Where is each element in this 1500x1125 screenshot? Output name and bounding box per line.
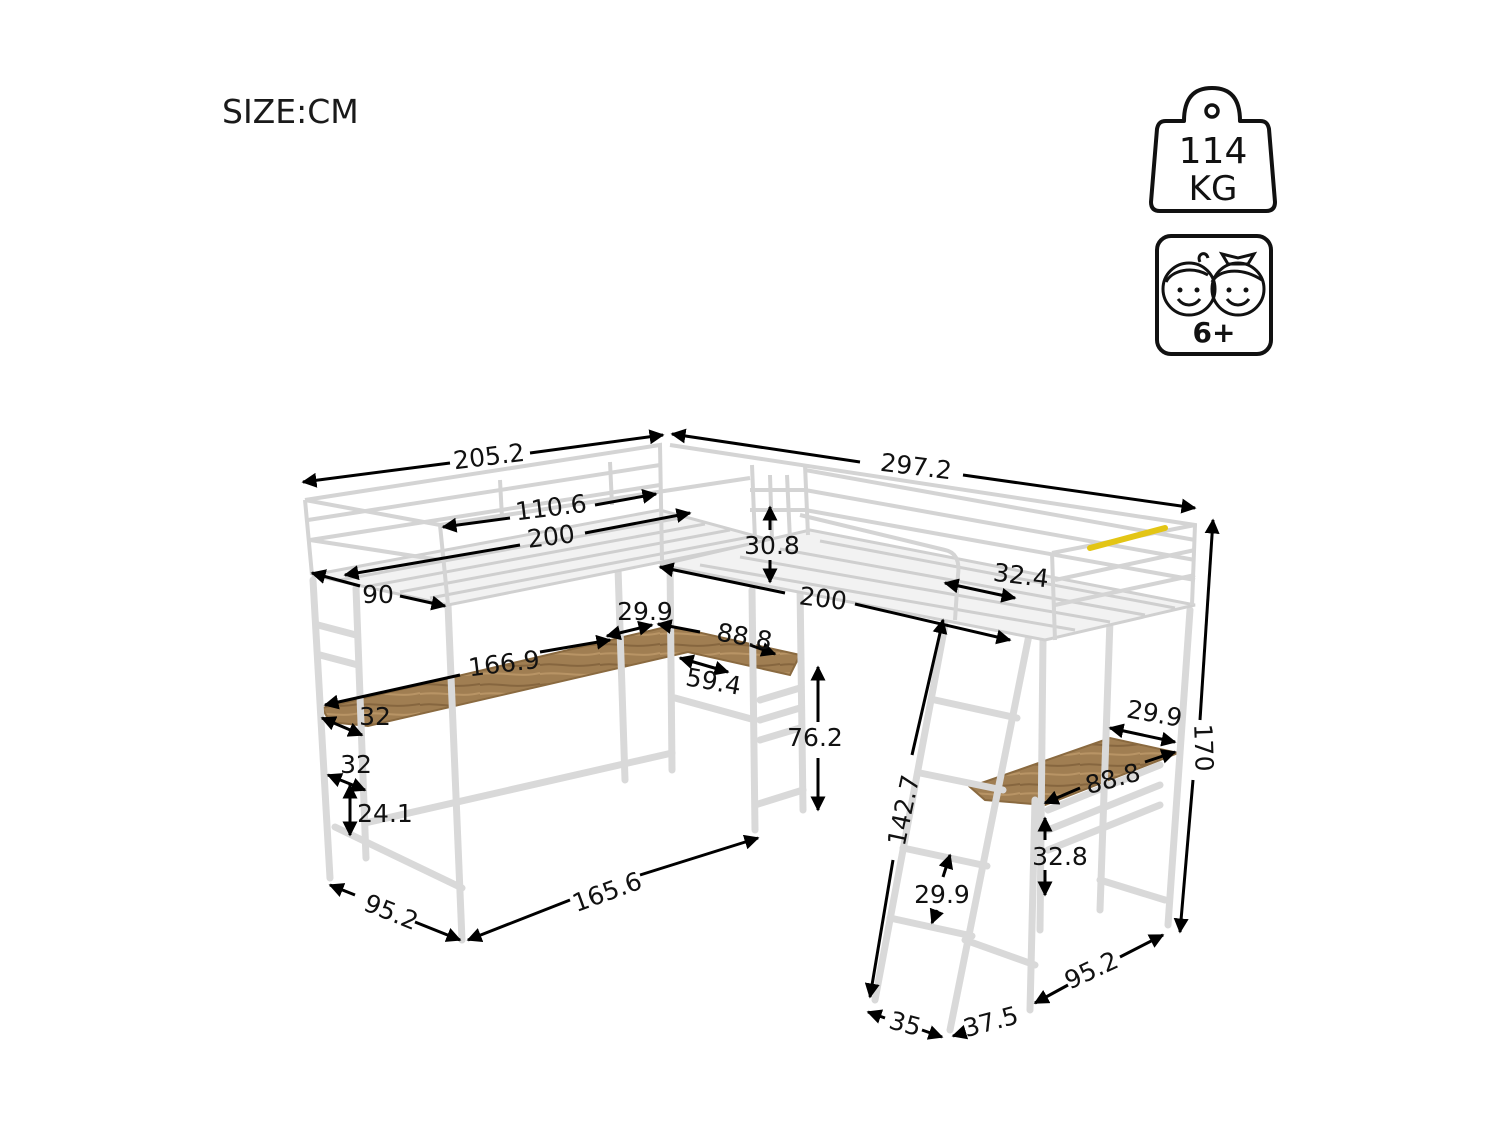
weight-icon [1149,86,1277,213]
dim-right-mattress-length: 200 [798,581,849,616]
dim-guard-height: 30.8 [744,531,800,560]
left-guard-rails [303,442,751,606]
dim-ladder-length: 142.7 [882,772,925,848]
dim-right-desk-shelf-height: 32.8 [1032,842,1088,871]
dim-left-mattress-length: 200 [526,519,577,554]
dim-ladder-opening: 32.4 [992,558,1051,594]
dim-desk-return-inner: 59.4 [684,663,744,701]
dim-ladder-width: 35 [886,1006,924,1042]
dim-right-base-width: 95.2 [1060,945,1123,995]
dim-inner-guard-length: 110.6 [514,489,589,527]
children-faces-icon [1161,251,1266,317]
age-badge: 6+ [1155,234,1273,356]
right-guard-rails [669,443,1198,641]
dim-desk-depth: 29.9 [617,597,673,626]
size-unit-label: SIZE:CM [222,92,359,131]
dim-desk-height: 76.2 [787,723,843,752]
bed-slats [339,516,1176,632]
dim-right-desk-depth: 29.9 [1125,695,1185,733]
weight-value: 114 [1179,131,1248,172]
dim-ladder-offset: 37.5 [960,1001,1021,1043]
dim-shelf-height: 24.1 [357,799,413,828]
dim-desk-end-depth: 32 [359,702,391,731]
dim-top-left-length: 205.2 [452,438,527,476]
age-label: 6+ [1193,316,1236,349]
weight-unit: KG [1189,169,1238,209]
dim-left-base-width: 95.2 [360,888,422,936]
weight-badge: 114 KG [1149,86,1277,213]
dim-left-width: 90 [362,580,394,609]
dim-total-height: 170 [1188,723,1219,772]
dim-rung-spacing: 29.9 [914,880,970,909]
dim-left-base-length: 165.6 [569,866,646,918]
right-desk [968,736,1182,807]
grab-bar [1087,525,1168,551]
dim-shelf-depth: 32 [340,750,372,779]
